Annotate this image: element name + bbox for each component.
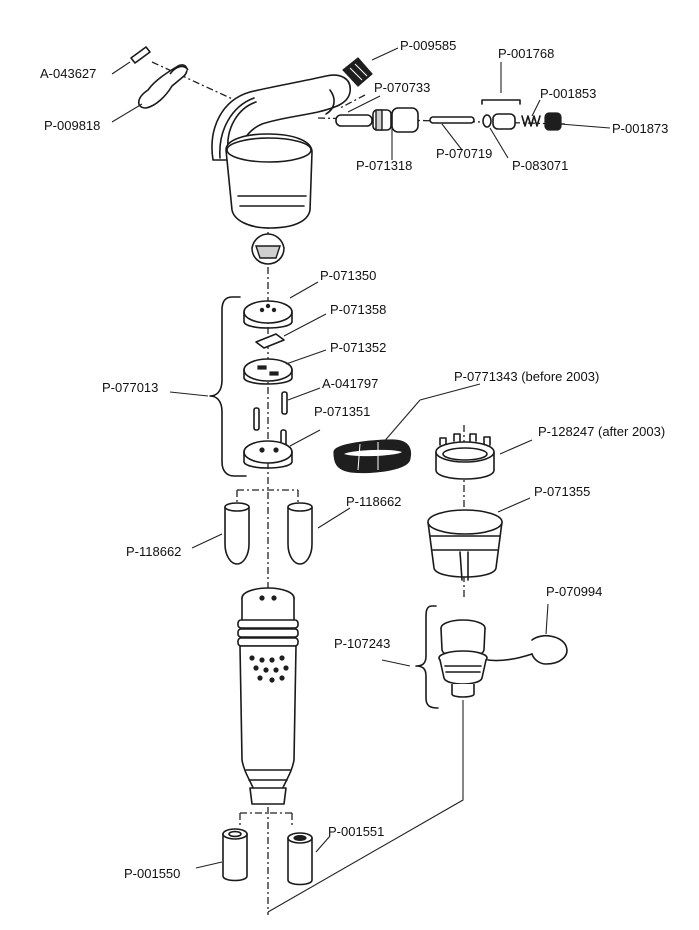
- part-labels: A-043627 P-009818 P-009585 P-070733 P-00…: [40, 38, 668, 881]
- label-p070733: P-070733: [374, 80, 430, 95]
- bracket-107243: [415, 605, 439, 709]
- clip-070994: [487, 634, 568, 665]
- label-p001550: P-001550: [124, 866, 180, 881]
- label-p077013: P-077013: [102, 380, 158, 395]
- label-p070719: P-070719: [436, 146, 492, 161]
- label-p070994: P-070994: [546, 584, 602, 599]
- label-p071351: P-071351: [314, 404, 370, 419]
- trigger-parts: [130, 46, 189, 109]
- label-p071352: P-071352: [330, 340, 386, 355]
- label-p118662-right: P-118662: [346, 494, 401, 509]
- label-p071358: P-071358: [330, 302, 386, 317]
- valve-parts: [335, 99, 562, 133]
- leader-lines: [111, 47, 611, 869]
- label-a043627: A-043627: [40, 66, 96, 81]
- spring-part-0771343: [333, 439, 412, 474]
- bushings-bottom: [222, 828, 313, 886]
- label-p001551: P-001551: [328, 824, 384, 839]
- label-p128247: P-128247 (after 2003): [538, 424, 665, 439]
- label-p0771343: P-0771343 (before 2003): [454, 369, 599, 384]
- label-p071318: P-071318: [356, 158, 412, 173]
- label-p009818: P-009818: [44, 118, 100, 133]
- label-p083071: P-083071: [512, 158, 568, 173]
- filters-118662: [224, 502, 313, 565]
- label-a041797: A-041797: [322, 376, 378, 391]
- label-p107243: P-107243: [334, 636, 390, 651]
- label-p071355: P-071355: [534, 484, 590, 499]
- assembly-centerlines: [151, 61, 566, 915]
- valve-stack: [243, 233, 293, 469]
- label-p001768: P-001768: [498, 46, 554, 61]
- collar-071355: [427, 509, 503, 581]
- group-bracket-077013: [209, 296, 247, 477]
- barrel-body: [237, 587, 299, 805]
- retainer-128247: [435, 433, 495, 480]
- label-p118662-left: P-118662: [126, 544, 181, 559]
- barrel-vent-holes: [249, 655, 289, 683]
- retainer-107243: [438, 619, 488, 698]
- label-p071350: P-071350: [320, 268, 376, 283]
- label-p009585: P-009585: [400, 38, 456, 53]
- handle-assembly: [211, 74, 351, 229]
- knob-part: [342, 57, 373, 87]
- label-p001853: P-001853: [540, 86, 596, 101]
- label-p001873: P-001873: [612, 121, 668, 136]
